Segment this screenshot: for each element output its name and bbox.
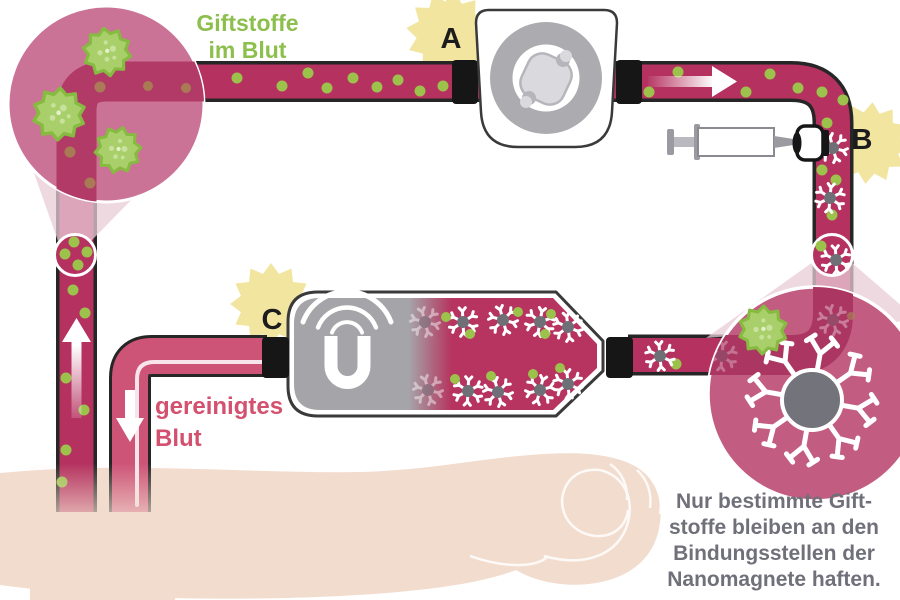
purified-blood-tube	[109, 335, 267, 512]
step-a-label: A	[440, 23, 462, 55]
purified-label-line1: gereinigtes	[155, 393, 284, 420]
caption-line3: Bindungsstellen der	[673, 542, 875, 565]
captured-nanomagnets	[410, 303, 584, 410]
caption-line2: stoffe bleiben an den	[668, 516, 880, 539]
purified-label-line2: Blut	[155, 425, 202, 452]
nanomagnet-core	[780, 368, 844, 432]
flow-arrow-right-icon	[648, 66, 737, 97]
magnet-icon	[300, 289, 394, 389]
flow-arrow-down-icon	[116, 390, 144, 442]
toxin-dots	[56, 66, 849, 488]
magnified-toxins-view	[6, 4, 206, 204]
tube-skin-fade	[30, 463, 175, 600]
magnifier-source-right	[810, 233, 854, 278]
chamber-left-connector	[262, 337, 289, 378]
fist-finger-lines	[469, 462, 662, 567]
magnet-chamber	[262, 289, 633, 418]
magnified-nanomagnet-view	[706, 285, 900, 503]
toxins-label-line2: im Blut	[208, 37, 287, 63]
injection-port	[792, 124, 829, 162]
purified-blood-label: gereinigtes Blut	[155, 391, 283, 455]
step-b-label: B	[851, 124, 873, 156]
toxins-in-blood-label: Giftstoffe im Blut	[160, 10, 335, 64]
toxins-label-line1: Giftstoffe	[196, 10, 299, 36]
nanomagnet-core-antibodies	[746, 334, 879, 467]
step-c-label: C	[261, 304, 283, 336]
syringe-icon	[667, 124, 800, 160]
nanomagnet-caption: Nur bestimmte Gift- stoffe bleiben an de…	[648, 489, 900, 593]
pump-left-connector	[452, 60, 478, 104]
chamber-right-connector	[606, 337, 633, 378]
caption-line4: Nanomagnete haften.	[667, 568, 881, 591]
pump-right-connector	[616, 60, 642, 104]
caption-line1: Nur bestimmte Gift-	[675, 490, 872, 513]
flow-arrow-up-icon	[62, 318, 91, 418]
roller-pump-icon	[452, 8, 642, 149]
magnifier-source-left	[53, 233, 97, 277]
